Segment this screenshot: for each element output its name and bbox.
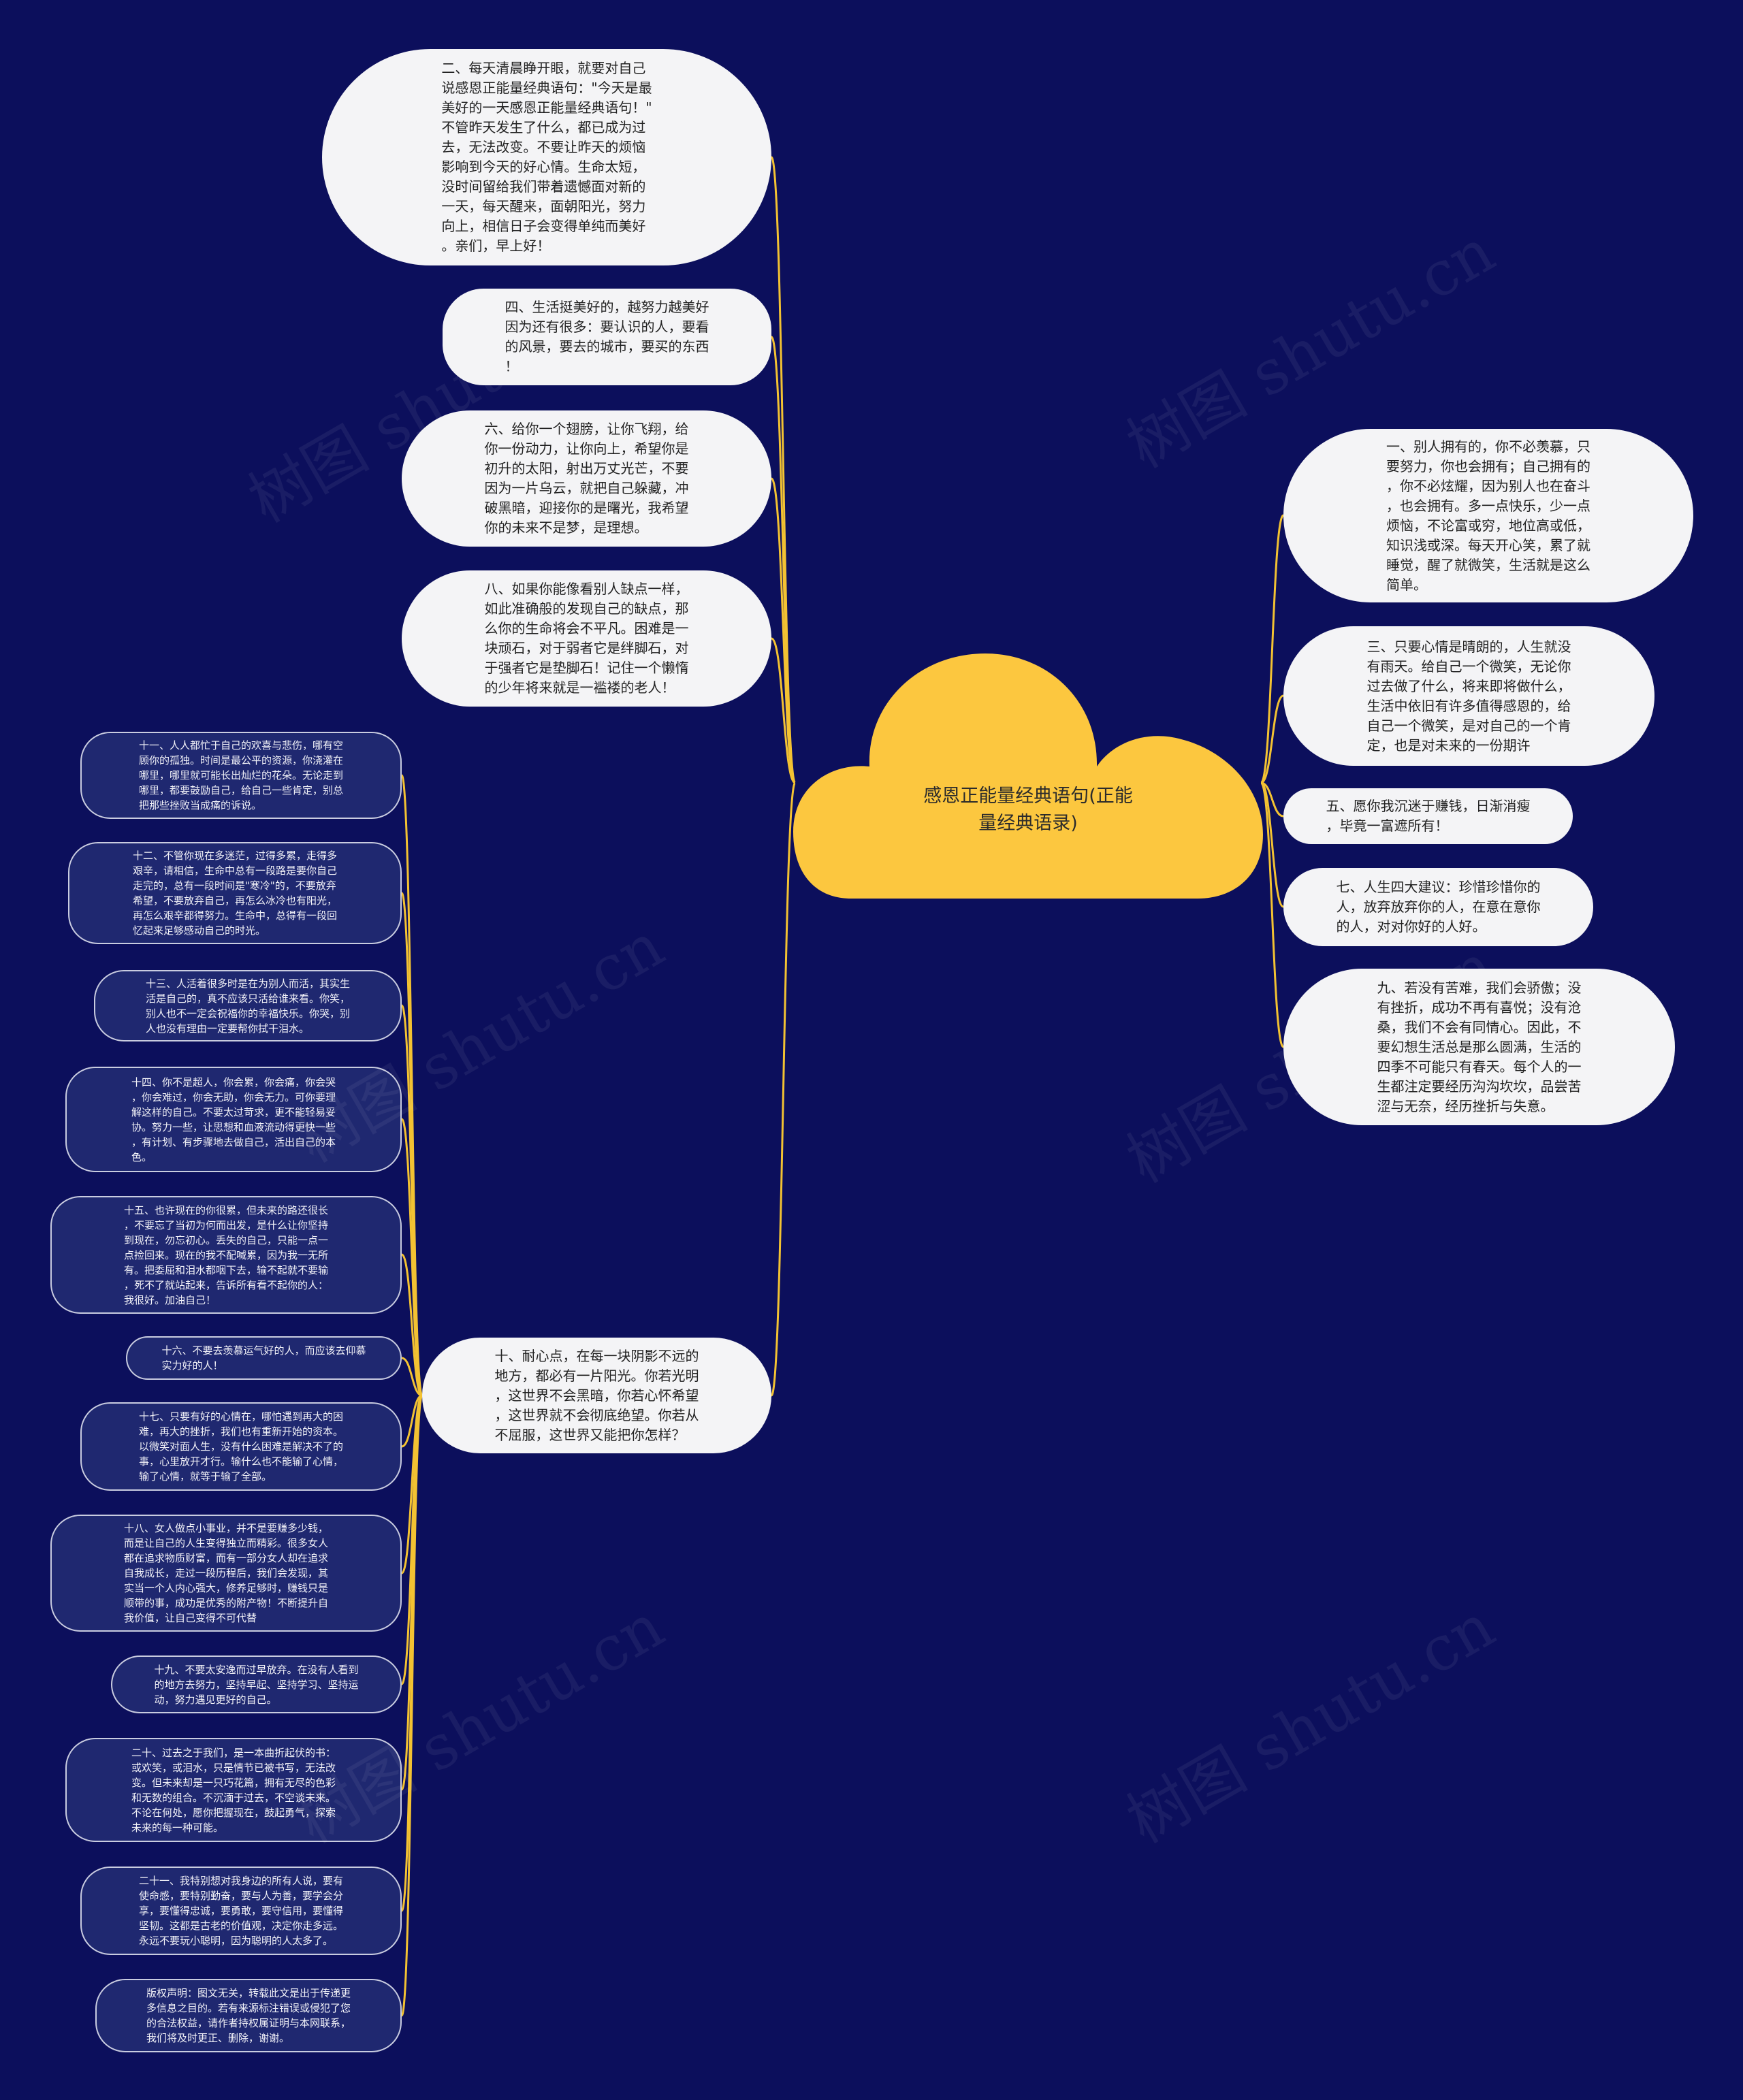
topic-node-5-text: 五、愿你我沉迷于赚钱，日渐消瘦 ，毕竟一富遮所有！ (1326, 798, 1531, 834)
link-sub-5 (401, 1357, 423, 1397)
link-right-0 (1260, 514, 1285, 784)
topic-node-4[interactable]: 四、生活挺美好的，越努力越美好 因为还有很多：要认识的人，要看 的风景，要去的城… (443, 289, 771, 385)
link-left-4 (770, 781, 797, 1397)
topic-node-2[interactable]: 二、每天清晨睁开眼，就要对自己 说感恩正能量经典语句："今天是最 美好的一天感恩… (322, 49, 771, 265)
sub-node-17-text: 十七、只要有好的心情在，哪怕遇到再大的困 难，再大的挫折，我们也有重新开始的资本… (138, 1410, 343, 1483)
link-left-3 (770, 637, 797, 784)
sub-node-18-text: 十八、女人做点小事业，并不是要赚多少钱， 而是让自己的人生变得独立而精彩。很多女… (123, 1522, 328, 1624)
sub-node-14-text: 十四、你不是超人，你会累，你会痛，你会哭 ，你会难过，你会无助，你会无力。可你要… (131, 1076, 336, 1163)
topic-node-10[interactable]: 十、耐心点，在每一块阴影不远的 地方，都必有一片阳光。你若光明 ，这世界不会黑暗… (422, 1338, 771, 1453)
topic-node-6[interactable]: 六、给你一个翅膀，让你飞翔，给 你一份动力，让你向上，希望你是 初升的太阳，射出… (402, 410, 771, 547)
sub-node-20[interactable]: 二十、过去之于我们，是一本曲折起伏的书： 或欢笑，或泪水，只是情节已被书写，无法… (65, 1738, 402, 1842)
link-sub-6 (401, 1394, 423, 1448)
sub-node-copyright[interactable]: 版权声明：图文无关，转载此文是出于传递更 多信息之目的。若有来源标注错误或侵犯了… (95, 1979, 402, 2052)
link-sub-3 (400, 1118, 423, 1397)
link-right-3 (1260, 781, 1284, 908)
sub-node-15-text: 十五、也许现在的你很累，但未来的路还很长 ，不要忘了当初为何而出发，是什么让你坚… (123, 1204, 328, 1306)
sub-node-16[interactable]: 十六、不要去羡慕运气好的人，而应该去仰慕 实力好的人！ (126, 1336, 402, 1380)
central-topic-cloud[interactable] (793, 640, 1263, 905)
topic-node-8-text: 八、如果你能像看别人缺点一样， 如此准确般的发现自己的缺点，那 么你的生命将会不… (484, 581, 689, 696)
sub-node-20-text: 二十、过去之于我们，是一本曲折起伏的书： 或欢笑，或泪水，只是情节已被书写，无法… (131, 1746, 336, 1834)
topic-node-3[interactable]: 三、只要心情是晴朗的，人生就没 有雨天。给自己一个微笑，无论你 过去做了什么，将… (1283, 626, 1654, 766)
sub-node-11[interactable]: 十一、人人都忙于自己的欢喜与悲伤，哪有空 顾你的孤独。时间是最公平的资源，你浇灌… (80, 732, 402, 819)
sub-node-19-text: 十九、不要太安逸而过早放弃。在没有人看到 的地方去努力，坚持早起、坚持学习、坚持… (154, 1663, 359, 1706)
cloud-shape (793, 653, 1263, 899)
sub-node-11-text: 十一、人人都忙于自己的欢喜与悲伤，哪有空 顾你的孤独。时间是最公平的资源，你浇灌… (138, 739, 343, 811)
topic-node-3-text: 三、只要心情是晴朗的，人生就没 有雨天。给自己一个微笑，无论你 过去做了什么，将… (1366, 638, 1571, 754)
sub-node-12-text: 十二、不管你现在多迷茫，过得多累，走得多 艰辛，请相信，生命中总有一段路是要你自… (132, 850, 337, 937)
sub-node-21[interactable]: 二十一、我特别想对我身边的所有人说，要有 使命感，要特别勤奋，要与人为善，要学会… (80, 1867, 402, 1955)
sub-node-19[interactable]: 十九、不要太安逸而过早放弃。在没有人看到 的地方去努力，坚持早起、坚持学习、坚持… (111, 1655, 402, 1713)
sub-node-21-text: 二十一、我特别想对我身边的所有人说，要有 使命感，要特别勤奋，要与人为善，要学会… (138, 1875, 343, 1947)
sub-node-copyright-text: 版权声明：图文无关，转载此文是出于传递更 多信息之目的。若有来源标注错误或侵犯了… (146, 1987, 351, 2044)
topic-node-1-text: 一、别人拥有的，你不必羡慕，只 要努力，你也会拥有；自己拥有的 ，你不必炫耀，因… (1386, 438, 1590, 593)
topic-node-9-text: 九、若没有苦难，我们会骄傲；没 有挫折，成功不再有喜悦；没有沧 桑，我们不会有同… (1377, 979, 1582, 1114)
link-right-4 (1260, 781, 1285, 1048)
sub-node-18[interactable]: 十八、女人做点小事业，并不是要赚多少钱， 而是让自己的人生变得独立而精彩。很多女… (50, 1515, 402, 1632)
central-topic-label: 感恩正能量经典语句(正能 量经典语录) (923, 786, 1133, 834)
topic-node-8[interactable]: 八、如果你能像看别人缺点一样， 如此准确般的发现自己的缺点，那 么你的生命将会不… (402, 570, 771, 707)
sub-node-13[interactable]: 十三、人活着很多时是在为别人而活，其实生 活是自己的，真不应该只活给谁来看。你笑… (94, 970, 402, 1041)
sub-node-13-text: 十三、人活着很多时是在为别人而活，其实生 活是自己的，真不应该只活给谁来看。你笑… (145, 977, 350, 1035)
link-right-2 (1260, 781, 1284, 818)
topic-node-7-text: 七、人生四大建议：珍惜珍惜你的 人，放弃放弃你的人，在意在意你 的人，对对你好的… (1336, 879, 1541, 935)
topic-node-2-text: 二、每天清晨睁开眼，就要对自己 说感恩正能量经典语句："今天是最 美好的一天感恩… (441, 60, 652, 254)
topic-node-10-text: 十、耐心点，在每一块阴影不远的 地方，都必有一片阳光。你若光明 ，这世界不会黑暗… (494, 1347, 699, 1443)
sub-node-16-text: 十六、不要去羡慕运气好的人，而应该去仰慕 实力好的人！ (161, 1344, 366, 1372)
link-sub-4 (400, 1253, 423, 1397)
topic-node-5[interactable]: 五、愿你我沉迷于赚钱，日渐消瘦 ，毕竟一富遮所有！ (1283, 788, 1573, 844)
topic-node-4-text: 四、生活挺美好的，越努力越美好 因为还有很多：要认识的人，要看 的风景，要去的城… (505, 299, 709, 374)
link-left-0 (770, 156, 797, 784)
link-sub-11 (400, 1394, 423, 2017)
sub-node-17[interactable]: 十七、只要有好的心情在，哪怕遇到再大的困 难，再大的挫折，我们也有重新开始的资本… (80, 1402, 402, 1491)
topic-node-6-text: 六、给你一个翅膀，让你飞翔，给 你一份动力，让你向上，希望你是 初升的太阳，射出… (484, 421, 689, 536)
topic-node-9[interactable]: 九、若没有苦难，我们会骄傲；没 有挫折，成功不再有喜悦；没有沧 桑，我们不会有同… (1283, 969, 1675, 1125)
link-right-1 (1260, 694, 1284, 784)
sub-node-15[interactable]: 十五、也许现在的你很累，但未来的路还很长 ，不要忘了当初为何而出发，是什么让你坚… (50, 1196, 402, 1314)
sub-node-14[interactable]: 十四、你不是超人，你会累，你会痛，你会哭 ，你会难过，你会无助，你会无力。可你要… (65, 1067, 402, 1172)
topic-node-7[interactable]: 七、人生四大建议：珍惜珍惜你的 人，放弃放弃你的人，在意在意你 的人，对对你好的… (1283, 868, 1593, 946)
sub-node-12[interactable]: 十二、不管你现在多迷茫，过得多累，走得多 艰辛，请相信，生命中总有一段路是要你自… (68, 842, 402, 944)
topic-node-1[interactable]: 一、别人拥有的，你不必羡慕，只 要努力，你也会拥有；自己拥有的 ，你不必炫耀，因… (1283, 429, 1693, 602)
link-left-2 (770, 477, 797, 784)
